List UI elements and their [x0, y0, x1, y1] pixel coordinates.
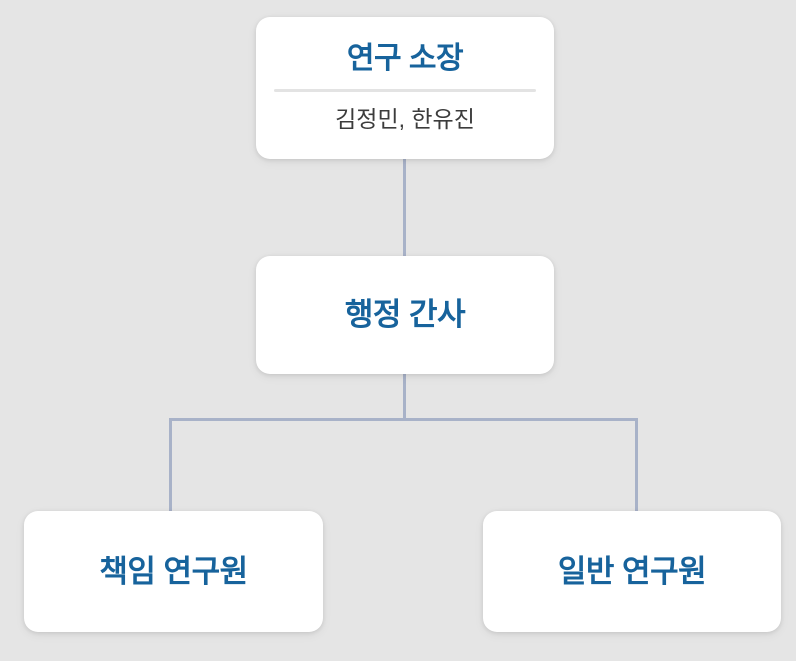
connector-bar-to-principal-researcher [169, 418, 172, 511]
node-director-title: 연구 소장 [346, 42, 464, 76]
node-director[interactable]: 연구 소장 김정민, 한유진 [256, 17, 554, 159]
node-principal-researcher-title: 책임 연구원 [99, 553, 248, 589]
connector-bar-to-general-researcher [635, 418, 638, 511]
node-director-divider [274, 88, 536, 92]
node-general-researcher-title: 일반 연구원 [557, 553, 707, 589]
node-admin-secretary[interactable]: 행정 간사 [256, 256, 554, 374]
node-director-subtitle: 김정민, 한유진 [335, 105, 475, 132]
connector-director-to-admin-secretary [403, 159, 406, 256]
node-admin-secretary-title: 행정 간사 [344, 297, 466, 333]
node-principal-researcher[interactable]: 책임 연구원 [24, 511, 323, 632]
connector-sibling-horizontal-bar [169, 418, 638, 421]
connector-admin-secretary-stem [403, 374, 406, 420]
node-general-researcher[interactable]: 일반 연구원 [483, 511, 781, 632]
